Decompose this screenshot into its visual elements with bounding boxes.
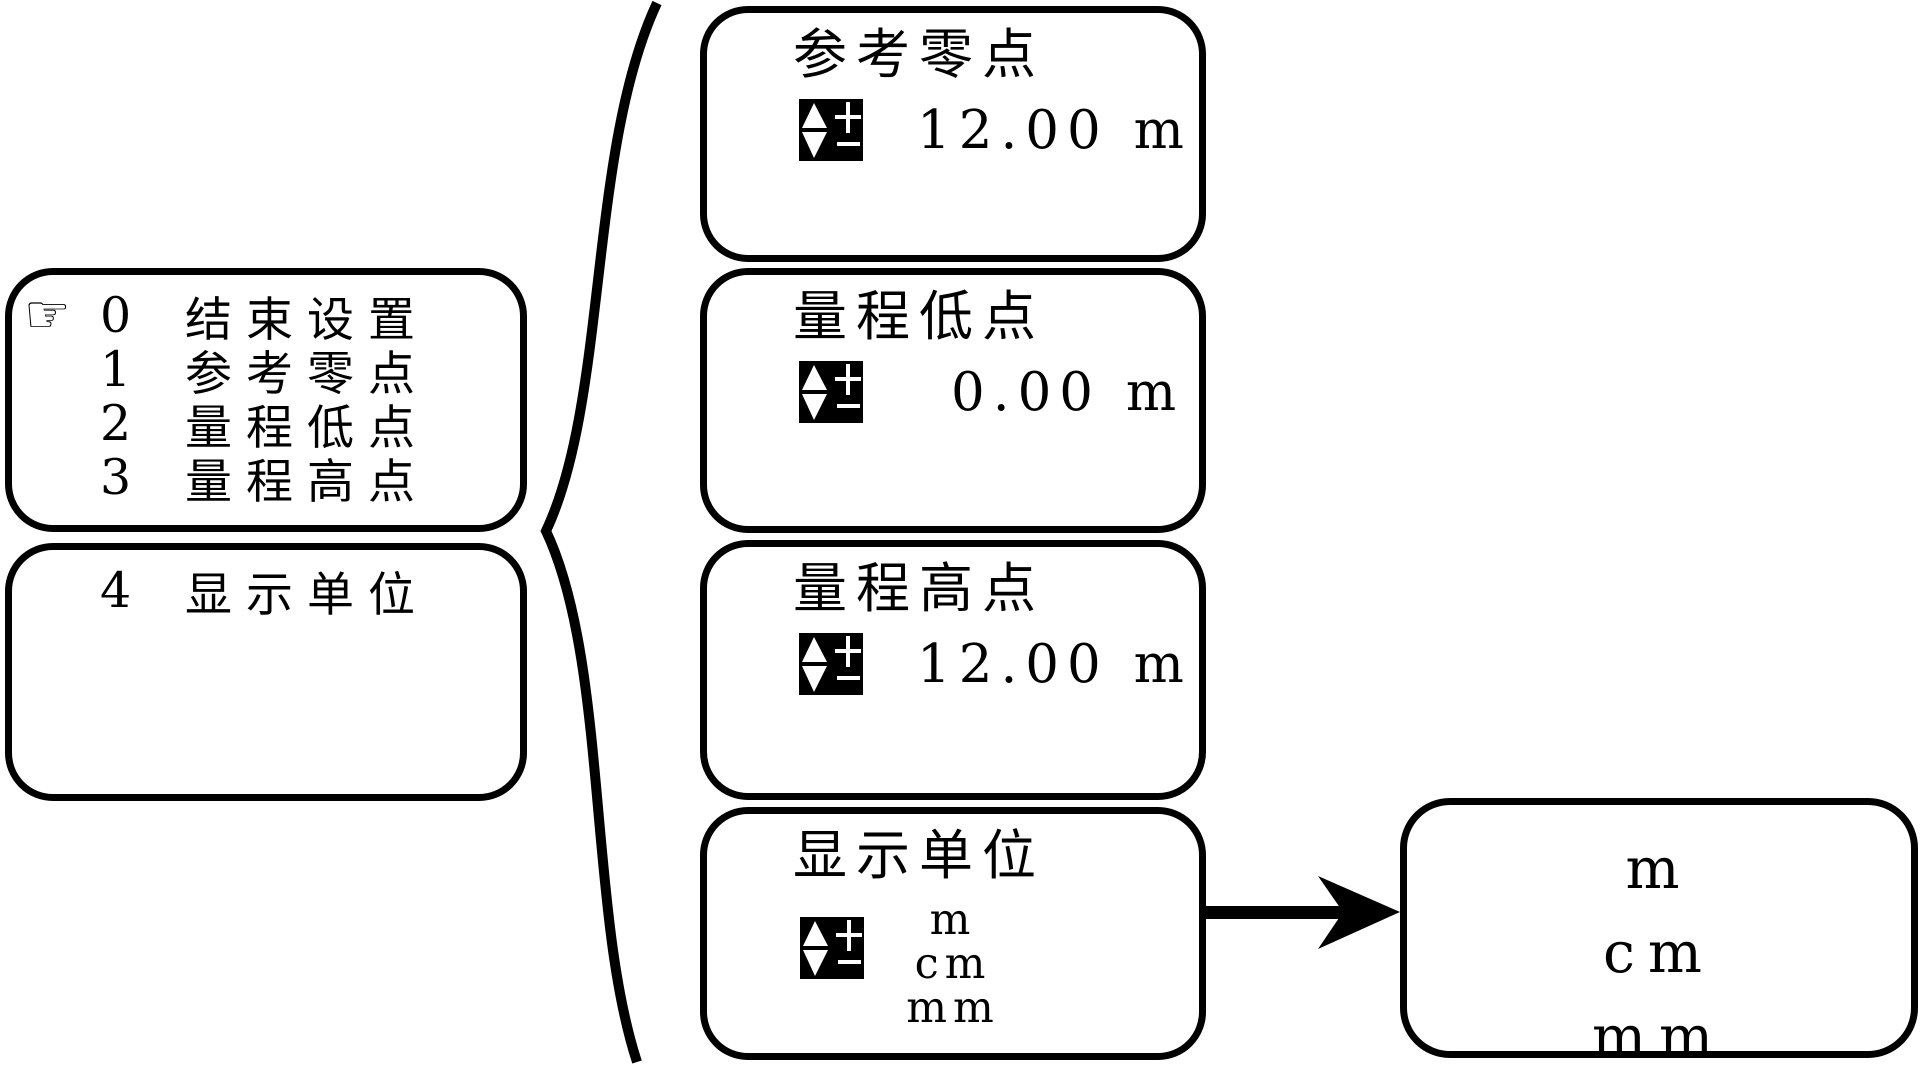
screen-title: 显示单位 xyxy=(793,824,1045,887)
menu-item-number: 4 xyxy=(100,561,132,619)
menu-box-items-0-3: ☞ 0 结束设置 1 参考零点 2 量程低点 3 量程高点 xyxy=(5,268,527,532)
parameter-value: 12.00 m xyxy=(917,99,1192,161)
menu-box-item-4: 4 显示单位 xyxy=(5,543,527,801)
menu-item-label: 显示单位 xyxy=(185,567,429,623)
adjust-value-icon[interactable] xyxy=(799,633,863,695)
unit-option[interactable]: m xyxy=(1625,836,1693,902)
menu-item-number: 2 xyxy=(100,394,132,452)
screen-title: 参考零点 xyxy=(793,23,1045,86)
menu-item-range-low[interactable]: 2 量程低点 xyxy=(12,394,520,456)
screen-reference-zero: 参考零点 12.00 m xyxy=(700,6,1206,262)
adjust-value-icon[interactable] xyxy=(799,99,863,161)
screen-range-high: 量程高点 12.00 m xyxy=(700,540,1206,800)
menu-item-label: 量程低点 xyxy=(185,400,429,456)
menu-item-label: 量程高点 xyxy=(185,454,429,510)
menu-item-range-high[interactable]: 3 量程高点 xyxy=(12,448,520,510)
screen-range-low: 量程低点 0.00 m xyxy=(700,268,1206,533)
menu-item-display-unit[interactable]: 4 显示单位 xyxy=(12,561,520,623)
menu-item-reference-zero[interactable]: 1 参考零点 xyxy=(12,340,520,402)
unit-option[interactable]: cm xyxy=(1603,920,1715,986)
menu-item-number: 3 xyxy=(100,448,132,506)
adjust-value-icon[interactable] xyxy=(799,361,863,423)
menu-item-number: 0 xyxy=(100,286,132,344)
menu-item-number: 1 xyxy=(100,340,132,398)
pointing-hand-icon: ☞ xyxy=(24,285,71,345)
menu-item-end-setup[interactable]: ☞ 0 结束设置 xyxy=(12,285,520,348)
unit-option[interactable]: cm xyxy=(914,939,992,989)
screen-title: 量程低点 xyxy=(793,285,1045,348)
unit-option[interactable]: mm xyxy=(906,983,1000,1033)
unit-option-list: m cm mm xyxy=(707,898,1199,1030)
parameter-value: 12.00 m xyxy=(917,633,1192,695)
screen-title: 量程高点 xyxy=(793,557,1045,620)
menu-item-label: 参考零点 xyxy=(185,346,429,402)
unit-options-box: m cm mm xyxy=(1400,798,1918,1070)
arrow xyxy=(1205,876,1400,949)
curly-brace xyxy=(540,0,662,1064)
adjust-value-icon[interactable] xyxy=(800,917,864,979)
unit-option-list: m cm mm xyxy=(1407,805,1911,1079)
screen-display-unit: 显示单位 m cm mm xyxy=(700,807,1206,1060)
parameter-value: 0.00 m xyxy=(951,361,1185,423)
unit-option[interactable]: m xyxy=(929,895,977,945)
menu-item-label: 结束设置 xyxy=(185,292,429,348)
unit-option[interactable]: mm xyxy=(1591,1004,1727,1070)
